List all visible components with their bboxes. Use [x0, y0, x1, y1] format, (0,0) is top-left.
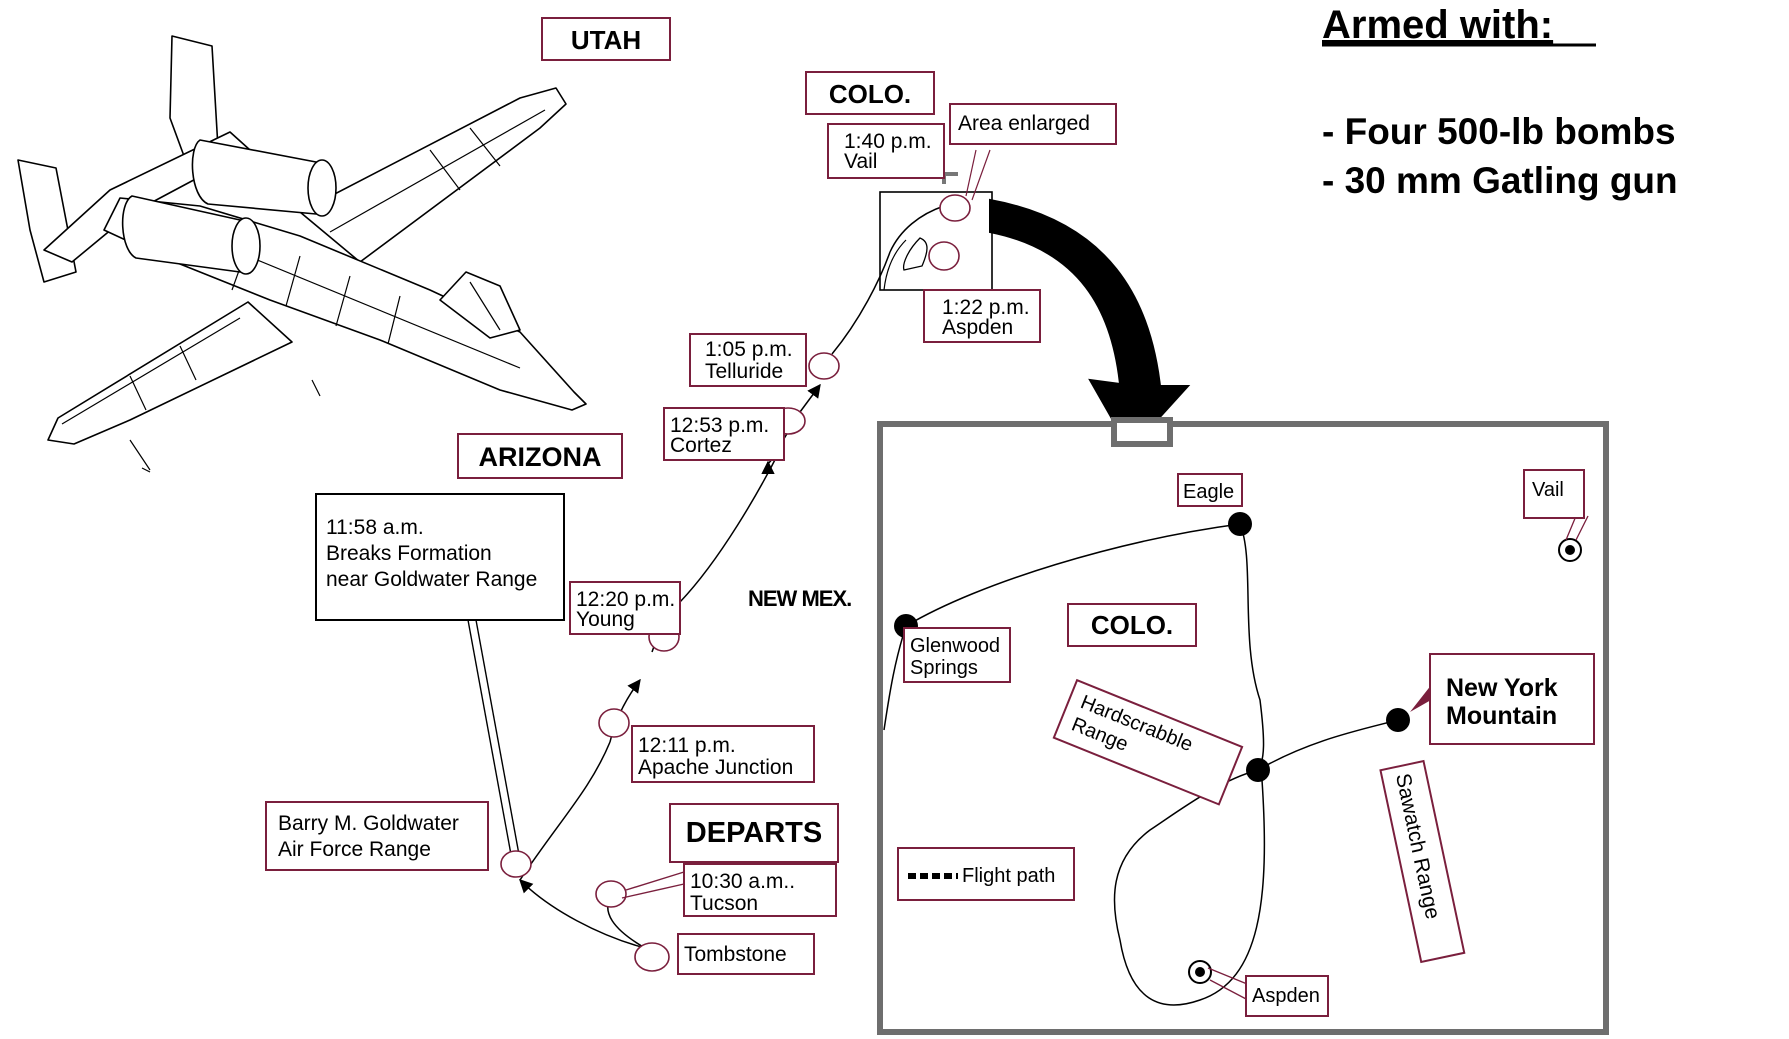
a10-aircraft-drawing — [17, 35, 587, 473]
waypoint-tombstone — [634, 942, 670, 972]
label-tombstone: Tombstone — [677, 933, 815, 975]
inset-point-junction — [1246, 758, 1270, 782]
inset-point-eagle — [1228, 512, 1252, 536]
waypoint-goldwater — [500, 850, 532, 878]
svg-text:Mountain: Mountain — [1446, 702, 1557, 730]
svg-text:Tucson: Tucson — [690, 892, 758, 915]
label-telluride: 1:05 p.m. Telluride — [689, 333, 807, 387]
inset-map: Eagle Vail COLO. Glenwood Springs Hardsc… — [877, 417, 1609, 1035]
inset-point-new-york-mtn — [1386, 708, 1410, 732]
armament-heading: Armed with: — [1322, 3, 1553, 47]
label-cortez: 12:53 p.m. Cortez — [663, 407, 785, 461]
svg-text:COLO.: COLO. — [1091, 610, 1173, 640]
svg-text:12:11 p.m.: 12:11 p.m. — [638, 734, 736, 757]
state-label-arizona: ARIZONA — [457, 433, 623, 479]
label-apache-junction: 12:11 p.m. Apache Junction — [631, 725, 815, 783]
svg-text:Aspden: Aspden — [1252, 985, 1320, 1007]
state-label-new-mexico: NEW MEX. — [748, 586, 852, 611]
svg-text:Glenwood: Glenwood — [910, 635, 1000, 657]
svg-text:11:58 a.m.: 11:58 a.m. — [326, 516, 424, 539]
label-tucson: 10:30 a.m.. Tucson — [683, 863, 837, 917]
svg-text:Eagle: Eagle — [1183, 481, 1234, 503]
inset-label-aspen: Aspden — [1245, 975, 1329, 1017]
svg-text:Young: Young — [576, 608, 635, 631]
inset-label-eagle: Eagle — [1177, 473, 1243, 507]
svg-text:1:22 p.m.: 1:22 p.m. — [942, 296, 1030, 319]
inset-legend: Flight path — [897, 847, 1075, 901]
svg-text:Cortez: Cortez — [670, 434, 732, 457]
svg-text:1:40 p.m.: 1:40 p.m. — [844, 130, 932, 153]
svg-text:near Goldwater Range: near Goldwater Range — [326, 568, 537, 591]
waypoint-vail — [939, 194, 971, 222]
waypoint-telluride — [808, 352, 840, 380]
inset-label-glenwood: Glenwood Springs — [903, 627, 1011, 683]
state-label-utah: UTAH — [541, 17, 671, 61]
svg-text:Tombstone: Tombstone — [684, 943, 787, 966]
label-departs: DEPARTS — [669, 803, 839, 863]
svg-text:COLO.: COLO. — [829, 79, 911, 109]
svg-text:1:05 p.m.: 1:05 p.m. — [705, 338, 793, 361]
label-area-enlarged: Area enlarged — [949, 103, 1117, 145]
svg-text:Aspden: Aspden — [942, 316, 1013, 339]
armament-item-bombs: - Four 500-lb bombs — [1322, 111, 1676, 152]
svg-text:UTAH: UTAH — [571, 25, 641, 55]
svg-text:NEW MEX.: NEW MEX. — [748, 586, 851, 611]
svg-text:Vail: Vail — [1532, 479, 1564, 501]
waypoint-tucson — [595, 880, 627, 908]
inset-label-state: COLO. — [1067, 603, 1197, 647]
svg-text:10:30 a.m..: 10:30 a.m.. — [690, 870, 795, 893]
waypoint-aspen — [928, 241, 960, 271]
waypoint-apache-junction — [598, 708, 630, 738]
svg-text:Springs: Springs — [910, 657, 978, 679]
waypoints — [500, 194, 971, 972]
label-young: 12:20 p.m. Young — [569, 581, 681, 635]
svg-text:Breaks Formation: Breaks Formation — [326, 542, 492, 565]
inset-label-vail: Vail — [1523, 469, 1585, 519]
svg-text:ARIZONA: ARIZONA — [479, 442, 602, 472]
svg-text:Area enlarged: Area enlarged — [958, 112, 1090, 135]
label-vail: 1:40 p.m. Vail — [827, 123, 945, 179]
svg-text:New York: New York — [1446, 674, 1558, 702]
svg-text:Apache Junction: Apache Junction — [638, 756, 793, 779]
label-goldwater-range: Barry M. Goldwater Air Force Range — [265, 801, 489, 871]
state-label-colorado: COLO. — [805, 71, 935, 115]
inset-label-new-york-mountain: New York Mountain — [1429, 653, 1595, 745]
svg-text:12:53 p.m.: 12:53 p.m. — [670, 414, 769, 437]
svg-text:12:20 p.m.: 12:20 p.m. — [576, 588, 675, 611]
svg-text:Barry M. Goldwater: Barry M. Goldwater — [278, 812, 459, 835]
legend-flight-path-label: Flight path — [962, 865, 1055, 887]
svg-text:Vail: Vail — [844, 150, 877, 173]
armament-panel: Armed with: - Four 500-lb bombs - 30 mm … — [1322, 3, 1678, 201]
svg-text:Air Force Range: Air Force Range — [278, 838, 431, 861]
label-breaks-formation: 11:58 a.m. Breaks Formation near Goldwat… — [315, 493, 565, 621]
svg-text:DEPARTS: DEPARTS — [686, 817, 822, 849]
label-aspen: 1:22 p.m. Aspden — [923, 289, 1041, 343]
armament-item-gun: - 30 mm Gatling gun — [1322, 160, 1678, 201]
svg-text:Telluride: Telluride — [705, 360, 783, 383]
